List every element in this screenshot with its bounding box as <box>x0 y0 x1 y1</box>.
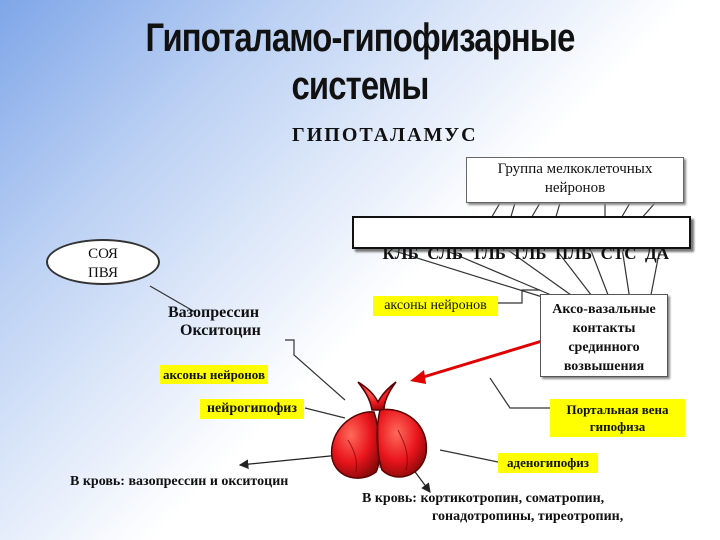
nuclei-label-soya: СОЯ <box>88 246 118 262</box>
axovasal-box: Аксо-вазальные контакты срединного возвы… <box>540 294 668 377</box>
blood-right-line-2: гонадотропины, тиреотропин, <box>432 509 624 524</box>
portal-vein-box: Портальная вена гипофиза <box>550 399 685 437</box>
blood-left-label: В кровь: вазопрессин и окситоцин <box>70 474 289 489</box>
small-cell-group-box: Группа мелкоклеточных нейронов <box>466 157 684 203</box>
title-line-1: Гипоталамо-гипофизарные <box>145 16 575 60</box>
nuclei-bubble: СОЯ ПВЯ <box>46 239 160 285</box>
vasopressin-label: Вазопрессин <box>168 304 260 321</box>
nuclei-label-pvya: ПВЯ <box>87 265 119 281</box>
title-line-2: системы <box>291 64 429 108</box>
portal-vein-label: Портальная вена гипофиза <box>566 402 669 434</box>
blood-right-line-1: В кровь: кортикотропин, соматропин, <box>362 491 605 506</box>
pituitary-gland-illustration <box>330 381 428 479</box>
neurohypophysis-label: нейрогипофиз <box>200 399 304 419</box>
adenohypophysis-label: аденогипофиз <box>498 453 598 473</box>
axons-label-right: аксоны нейронов <box>373 296 498 316</box>
releasing-factors-box: КЛБ СЛБ ТЛБ ГЛБ ПЛБ СТС ДА <box>352 216 691 263</box>
small-cell-group-label: Группа мелкоклеточных нейронов <box>497 161 653 196</box>
axovasal-label: Аксо-вазальные контакты срединного возвы… <box>552 302 656 374</box>
hypothalamus-label: ГИПОТАЛАМУС <box>292 124 478 146</box>
releasing-factors-label: КЛБ СЛБ ТЛБ ГЛБ ПЛБ СТС ДА <box>382 244 670 263</box>
axons-label-left: аксоны нейронов <box>160 365 268 384</box>
oxytocin-label: Окситоцин <box>180 322 261 339</box>
